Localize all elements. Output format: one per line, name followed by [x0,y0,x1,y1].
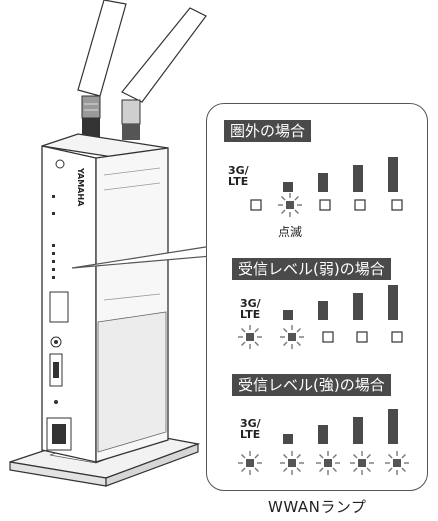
lamp-off-icon [391,331,403,343]
signal-bar [318,173,328,192]
signal-bar [388,409,398,444]
lamp-lit-icon [280,325,304,349]
lamp-lit-icon [385,451,409,475]
lte-label: 3G/ LTE [240,298,261,320]
signal-bar [283,182,293,192]
case-title-strong-signal: 受信レベル(強)の場合 [232,374,391,396]
lte-label: 3G/ LTE [228,165,249,187]
signal-bar [318,425,328,444]
lamp-lit-icon [350,451,374,475]
lte-label-line1: 3G/ [240,417,261,430]
case-title-out-of-range: 圏外の場合 [224,120,312,142]
brand-logo: YAMAHA [76,167,85,207]
lte-label-line1: 3G/ [228,164,249,177]
lte-label: 3G/ LTE [240,418,261,440]
antenna-right [121,7,207,140]
lte-label-line1: 3G/ [240,297,261,310]
lamp-off-icon [354,199,366,211]
lamp-lit-icon [238,325,262,349]
signal-bar [353,165,363,192]
signal-bar [283,310,293,320]
signal-bar [388,285,398,320]
antenna-left [77,0,127,138]
lamp-off-icon [356,331,368,343]
signal-bar [318,301,328,320]
figure-caption: WWANランプ [268,498,367,516]
router-body [41,133,169,463]
lamp-off-icon [319,199,331,211]
signal-bar [283,434,293,444]
signal-bar [353,417,363,444]
lte-label-line2: LTE [240,308,261,321]
lamp-lit-icon [280,451,304,475]
lamp-lit-icon [238,451,262,475]
lte-label-line2: LTE [228,175,249,188]
lamp-off-icon [250,199,262,211]
signal-bar [353,293,363,320]
lamp-lit-icon [316,451,340,475]
lamp-off-icon [322,331,334,343]
lamp-lit-icon [278,193,302,217]
lte-label-line2: LTE [240,428,261,441]
case-title-weak-signal: 受信レベル(弱)の場合 [232,258,391,280]
signal-bar [388,157,398,192]
blink-label: 点滅 [278,225,303,239]
lamp-off-icon [391,199,403,211]
